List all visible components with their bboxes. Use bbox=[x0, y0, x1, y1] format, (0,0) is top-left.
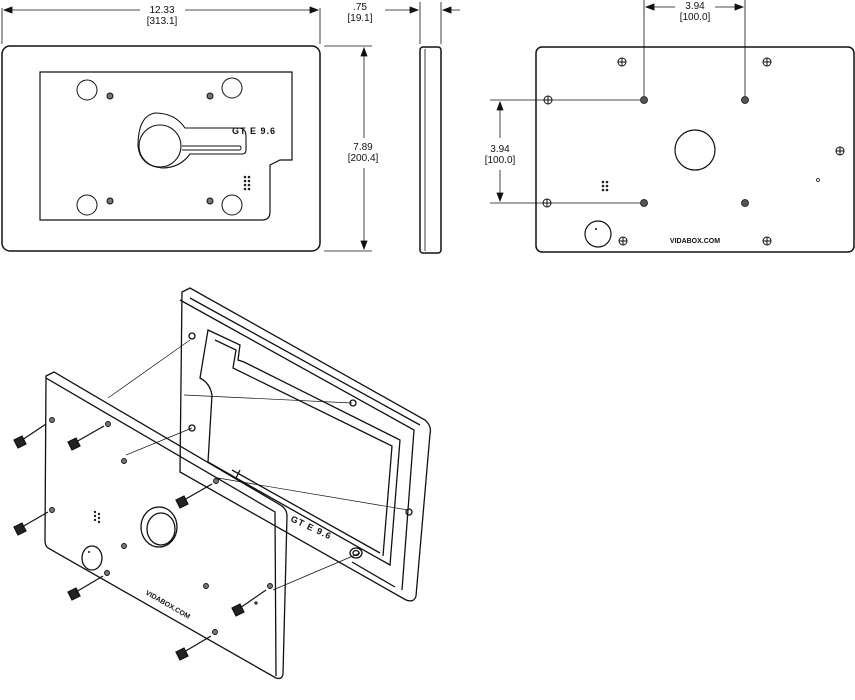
iso-plate bbox=[44, 371, 288, 680]
iso-frame bbox=[179, 287, 432, 602]
height-in-label: 7.89 bbox=[353, 142, 373, 153]
width-dimension bbox=[1, 6, 321, 44]
vesa-vertical-dimension bbox=[490, 99, 640, 204]
rear-vent-grid bbox=[601, 180, 609, 192]
front-small-hole-2 bbox=[206, 92, 214, 100]
screw-7 bbox=[175, 635, 212, 661]
side-profile bbox=[419, 46, 442, 254]
isometric-view: GT E 9.6 bbox=[13, 287, 432, 680]
keyhole-channel bbox=[182, 145, 242, 151]
vesa-holes bbox=[640, 96, 749, 207]
depth-dimension bbox=[385, 2, 460, 44]
iso-projection-lines bbox=[107, 339, 409, 591]
vesa-h-in-label: 3.94 bbox=[685, 1, 705, 12]
front-view: GT E 9.6 bbox=[1, 45, 321, 252]
rear-plate-outline bbox=[535, 46, 855, 253]
height-dimension bbox=[324, 45, 372, 252]
front-vent-grid bbox=[243, 175, 251, 191]
front-cutout bbox=[39, 71, 293, 221]
rear-screws bbox=[542, 57, 845, 246]
screw-1 bbox=[13, 423, 47, 449]
vesa-v-mm-label: [100.0] bbox=[485, 155, 516, 166]
front-large-hole-bl bbox=[76, 194, 98, 216]
iso-plate-holes bbox=[49, 417, 273, 635]
vesa-v-in-label: 3.94 bbox=[490, 144, 510, 155]
iso-frame-inner bbox=[199, 329, 401, 567]
rear-center-hole bbox=[674, 129, 716, 171]
iso-screws bbox=[13, 423, 267, 661]
screw-5 bbox=[67, 575, 104, 601]
iso-vent-grid bbox=[93, 510, 101, 524]
front-frame-outline bbox=[1, 45, 321, 252]
screw-4 bbox=[13, 511, 49, 536]
screw-6 bbox=[231, 589, 267, 617]
iso-plate-lock-hole bbox=[81, 545, 103, 571]
rear-brand-text: VIDABOX.COM bbox=[670, 238, 720, 245]
depth-in-label: .75 bbox=[353, 2, 367, 13]
keyhole-slot bbox=[137, 112, 247, 169]
front-large-hole-tr bbox=[221, 77, 243, 99]
width-in-label: 12.33 bbox=[149, 5, 174, 16]
vesa-horizontal-dimension bbox=[643, 0, 746, 96]
keyhole-circle bbox=[138, 124, 182, 168]
front-small-hole-3 bbox=[106, 197, 114, 205]
front-large-hole-br bbox=[221, 194, 243, 216]
front-large-hole-tl bbox=[76, 79, 98, 101]
iso-frame-outer bbox=[179, 287, 432, 602]
iso-plate-outline bbox=[44, 371, 288, 680]
depth-mm-label: [19.1] bbox=[347, 13, 372, 24]
iso-plate-center-hole bbox=[140, 506, 178, 548]
front-small-hole-4 bbox=[206, 197, 214, 205]
vesa-h-mm-label: [100.0] bbox=[680, 12, 711, 23]
screw-2 bbox=[67, 425, 105, 451]
side-view bbox=[419, 46, 442, 254]
height-mm-label: [200.4] bbox=[348, 153, 379, 164]
rear-view: VIDABOX.COM bbox=[535, 46, 855, 253]
rear-lock-hole bbox=[584, 220, 612, 248]
width-mm-label: [313.1] bbox=[147, 16, 178, 27]
front-engraving: GT E 9.6 bbox=[232, 126, 276, 136]
front-small-hole-1 bbox=[106, 92, 114, 100]
screw-3 bbox=[175, 483, 213, 509]
rear-small-dot bbox=[816, 178, 820, 182]
